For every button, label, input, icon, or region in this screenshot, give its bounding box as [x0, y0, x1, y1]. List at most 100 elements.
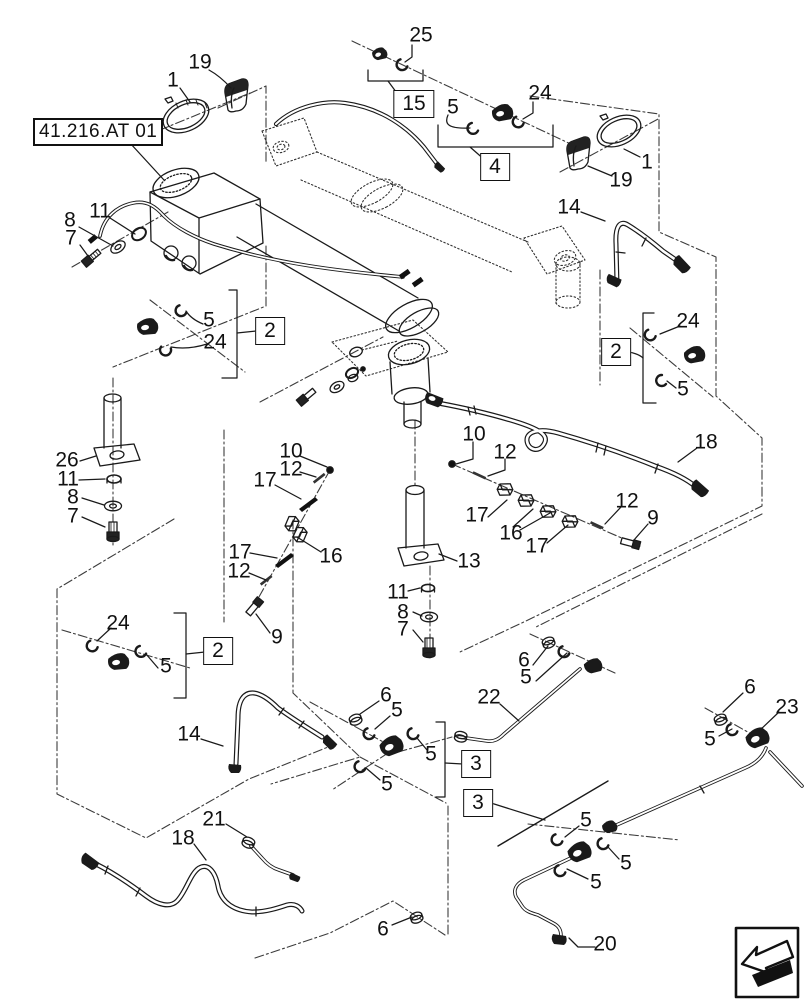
callout-r-3-upper[interactable]: 3: [461, 750, 491, 778]
callout-r-2-left[interactable]: 2: [255, 317, 285, 345]
callout-c-12-rc1[interactable]: 12: [493, 440, 517, 464]
hose-clamp-rings: [162, 78, 642, 171]
callout-c-12-lc2[interactable]: 12: [227, 559, 251, 583]
callout-c-6-t1[interactable]: 6: [380, 683, 392, 707]
washer-8-pin13: [419, 611, 439, 623]
callout-c-8-tl[interactable]: 8: [64, 208, 76, 232]
callout-r-2-right[interactable]: 2: [601, 338, 631, 366]
corner-logo: [734, 926, 800, 999]
reference-cylinder-top: [261, 117, 586, 377]
bushing-11-center: [344, 366, 360, 380]
callout-c-6-22[interactable]: 6: [518, 648, 530, 672]
callout-c-17-rc2[interactable]: 17: [525, 534, 549, 558]
center-swivel-housing: [347, 338, 431, 429]
callout-c-18-r[interactable]: 18: [694, 430, 718, 454]
callout-c-19-tr[interactable]: 19: [609, 168, 633, 192]
bolt-9-left: [245, 596, 265, 617]
callout-c-5-bt1[interactable]: 5: [580, 808, 592, 832]
callout-c-24-2r[interactable]: 24: [676, 309, 700, 333]
callout-c-16-rc[interactable]: 16: [499, 521, 523, 545]
callout-r-4[interactable]: 4: [480, 153, 510, 181]
callout-c-1-tr[interactable]: 1: [641, 150, 653, 174]
callout-c-5-t3[interactable]: 5: [381, 772, 393, 796]
callout-c-5-2bl[interactable]: 5: [160, 654, 172, 678]
callout-c-22[interactable]: 22: [477, 685, 501, 709]
callout-c-1-tl[interactable]: 1: [167, 68, 179, 92]
zone-borders: [56, 85, 763, 959]
callout-c-11-tl[interactable]: 11: [89, 199, 111, 223]
callout-c-5-2r[interactable]: 5: [677, 377, 689, 401]
callout-c-5-t2[interactable]: 5: [425, 742, 437, 766]
callout-c-11-26[interactable]: 11: [57, 467, 79, 491]
callout-c-9-lc[interactable]: 9: [271, 625, 283, 649]
callout-r-2-bottom-left[interactable]: 2: [203, 637, 233, 665]
callout-c-25[interactable]: 25: [409, 23, 433, 47]
callout-c-16-lc[interactable]: 16: [319, 544, 343, 568]
callout-c-19-tl[interactable]: 19: [188, 50, 212, 74]
callout-c-24-top[interactable]: 24: [528, 81, 552, 105]
callout-c-20[interactable]: 20: [593, 932, 617, 956]
callout-c-14-bl[interactable]: 14: [177, 722, 201, 746]
nut-11-pin13: [420, 583, 436, 593]
callout-r-3-lower[interactable]: 3: [463, 789, 493, 817]
callout-c-8-26[interactable]: 8: [67, 485, 79, 509]
clamp-19-right: [566, 136, 591, 171]
pin-13: [397, 484, 445, 567]
dark-elbow-fittings: [81, 47, 770, 945]
callout-c-7-13[interactable]: 7: [397, 617, 409, 641]
bolt-7-pin13: [422, 637, 436, 659]
callout-c-12-rc2[interactable]: 12: [615, 489, 639, 513]
callout-c-5-top[interactable]: 5: [447, 95, 459, 119]
callout-c-5-23[interactable]: 5: [704, 727, 716, 751]
callout-c-26[interactable]: 26: [55, 448, 79, 472]
callout-c-5-bt3[interactable]: 5: [590, 870, 602, 894]
callout-c-14-tr[interactable]: 14: [557, 195, 581, 219]
callout-c-11-13[interactable]: 11: [387, 580, 409, 604]
callout-c-17-lc2[interactable]: 17: [228, 540, 252, 564]
clamp-19-left: [224, 78, 249, 113]
assembly-axes: [61, 40, 763, 841]
ring-11-top-left: [131, 226, 147, 242]
figure-reference-box[interactable]: 41.216.AT 01: [33, 118, 164, 146]
callout-c-12-lc1[interactable]: 12: [279, 457, 303, 481]
callout-c-24-2bl[interactable]: 24: [106, 611, 130, 635]
callout-c-8-13[interactable]: 8: [397, 600, 409, 624]
callout-c-13[interactable]: 13: [457, 549, 481, 573]
clip-group-right: [448, 460, 642, 551]
callout-c-17-lc1[interactable]: 17: [253, 468, 277, 492]
callout-c-10-lc[interactable]: 10: [279, 439, 303, 463]
fittings-and-clips: [85, 58, 739, 878]
callout-c-5-2l[interactable]: 5: [203, 308, 215, 332]
callout-c-6-23[interactable]: 6: [744, 675, 756, 699]
leader-lines: [78, 44, 780, 948]
callout-c-18-bl[interactable]: 18: [171, 826, 195, 850]
callout-c-6-b[interactable]: 6: [377, 917, 389, 941]
bolt-7-center: [295, 387, 317, 407]
fasteners-and-fittings: [80, 226, 439, 659]
washer-8-center: [329, 380, 345, 394]
left-cylinder-assembly: [149, 167, 440, 337]
washer-8-top-left: [110, 240, 126, 254]
callout-c-5-22[interactable]: 5: [520, 665, 532, 689]
washer-11-pin26: [106, 474, 122, 484]
callout-c-24-2l[interactable]: 24: [203, 330, 227, 354]
callout-c-5-bt2[interactable]: 5: [620, 851, 632, 875]
callout-c-23[interactable]: 23: [775, 695, 799, 719]
callout-c-21[interactable]: 21: [202, 807, 226, 831]
callout-c-10-rc[interactable]: 10: [462, 422, 486, 446]
callout-c-7-tl[interactable]: 7: [65, 226, 77, 250]
nuts: [241, 636, 728, 924]
callout-c-5-t1[interactable]: 5: [391, 698, 403, 722]
hydraulic-hoses: [93, 100, 804, 938]
callout-c-9-rc[interactable]: 9: [647, 506, 659, 530]
callout-r-15[interactable]: 15: [393, 90, 435, 118]
bolt-7-top-left: [80, 248, 102, 268]
washer-8-pin26: [103, 500, 123, 512]
callout-c-7-26[interactable]: 7: [67, 504, 79, 528]
callout-c-17-rc1[interactable]: 17: [465, 503, 489, 527]
clamp-ring-1-left: [162, 96, 210, 134]
clamp-ring-1-right: [596, 113, 642, 148]
